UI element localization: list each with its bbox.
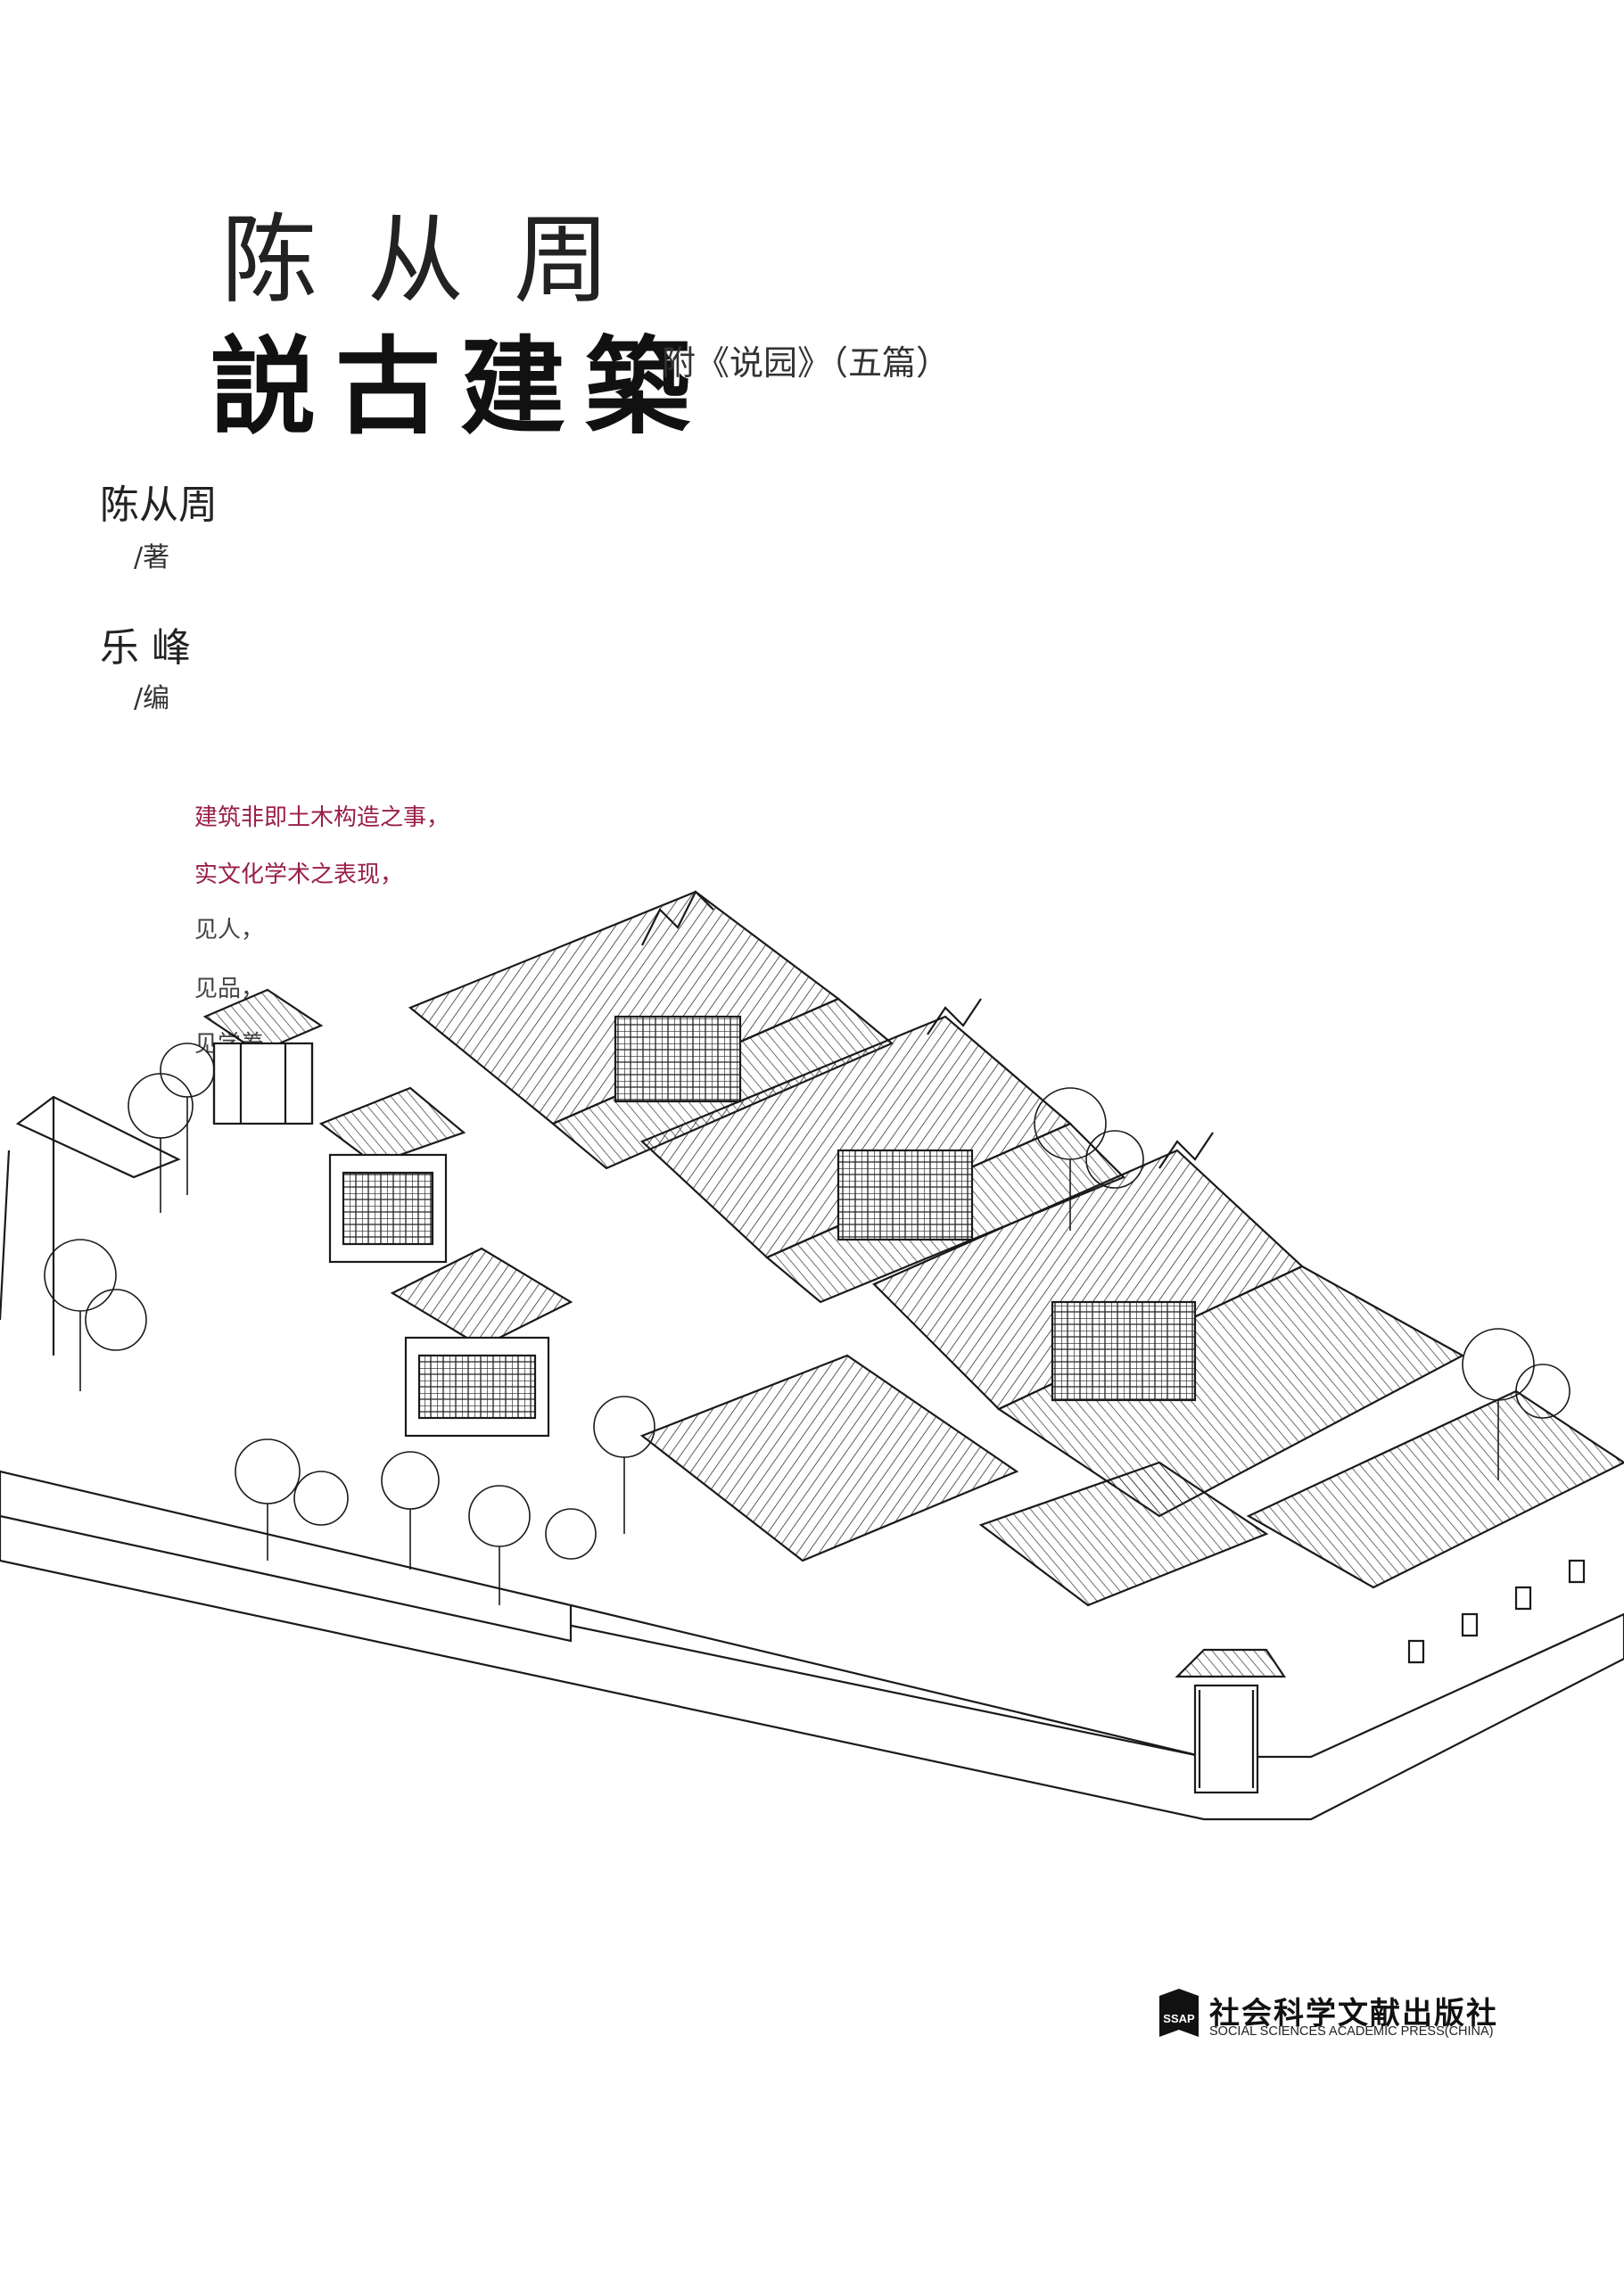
ssap-logo: SSAP (1159, 1989, 1199, 2037)
quote-line: 见人， (194, 917, 265, 944)
publisher-name-cn: 社会科学文献出版社 (1209, 1996, 1498, 2032)
editor-name: 乐 峰 (100, 625, 191, 671)
author-role: /著 (134, 542, 170, 573)
publisher-name-en: SOCIAL SCIENCES ACADEMIC PRESS(CHINA) (1209, 2024, 1494, 2039)
author-name: 陈从周 (100, 482, 218, 528)
quote-line: 实文化学术之表现， (194, 861, 404, 888)
series-title: 陈从周 (221, 205, 661, 317)
quote-line: 建筑非即土木构造之事， (194, 804, 450, 831)
courtyard-architecture-illustration (0, 890, 1624, 1821)
svg-text:SSAP: SSAP (1163, 2012, 1195, 2025)
book-title: 説古建築 (210, 325, 711, 449)
book-subtitle: 附《说园》（五篇） (662, 343, 951, 383)
editor-role: /编 (134, 683, 170, 714)
